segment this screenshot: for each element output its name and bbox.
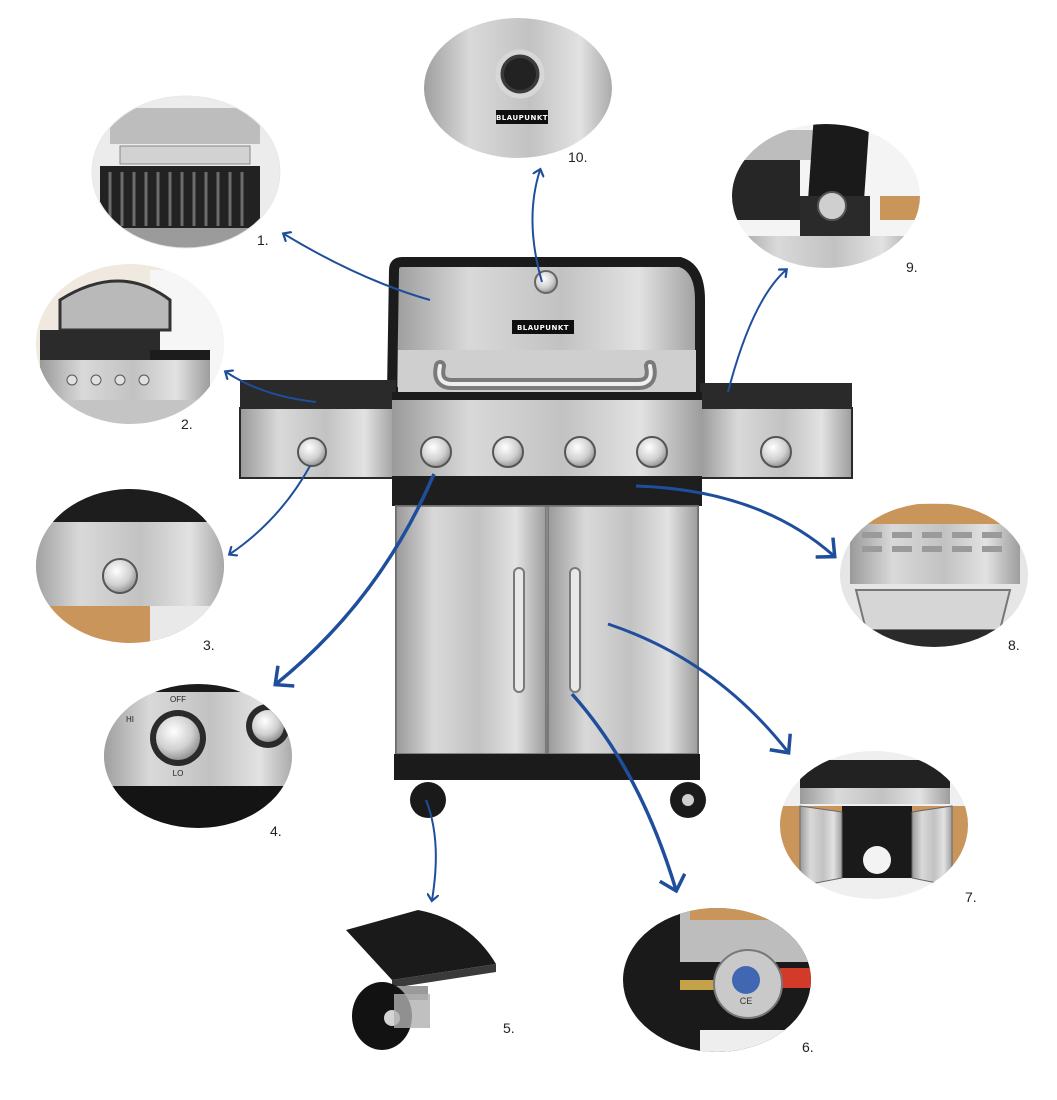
callout-label-7: 7. xyxy=(965,889,977,905)
callout-10-image: BLAUPUNKT xyxy=(424,18,612,158)
left-side-shelf xyxy=(240,380,396,408)
regulator-ce-mark: CE xyxy=(740,996,753,1006)
callout-label-10: 10. xyxy=(568,149,587,165)
callout-3-image xyxy=(36,489,224,643)
callout-6-image: CE xyxy=(623,908,811,1052)
arrow-3 xyxy=(230,465,311,554)
arrow-1 xyxy=(284,234,431,301)
arrows xyxy=(226,170,837,900)
callout-label-6: 6. xyxy=(802,1039,814,1055)
callout-1-image xyxy=(92,96,280,248)
burner-knobs xyxy=(297,436,792,468)
arrow-9 xyxy=(727,270,786,393)
callout-label-2: 2. xyxy=(181,416,193,432)
right-door-handle xyxy=(569,567,581,693)
brand-badge xyxy=(512,320,574,334)
callout-label-4: 4. xyxy=(270,823,282,839)
callout-5-image xyxy=(346,910,496,1050)
control-panel xyxy=(392,392,702,400)
lid-thermometer xyxy=(534,270,558,294)
callout-label-9: 9. xyxy=(906,259,918,275)
callout-label-8: 8. xyxy=(1008,637,1020,653)
left-door-handle xyxy=(513,567,525,693)
callout-7-image xyxy=(780,751,968,899)
arrow-2 xyxy=(226,372,317,403)
right-side-shelf xyxy=(700,383,852,408)
knob-off-label: OFF xyxy=(170,695,186,704)
callout-label-5: 5. xyxy=(503,1020,515,1036)
callout-9-image xyxy=(732,124,920,268)
callout-label-1: 1. xyxy=(257,232,269,248)
main-grill: BLAUPUNKT xyxy=(239,257,853,818)
callout-label-3: 3. xyxy=(203,637,215,653)
arrow-7 xyxy=(607,622,792,755)
callout-4-image: OFF HI LO xyxy=(104,684,292,828)
callout-8-image xyxy=(840,503,1028,647)
thermometer-badge-text: BLAUPUNKT xyxy=(496,114,548,122)
callout-2-image xyxy=(36,264,224,424)
arrow-4 xyxy=(273,473,436,688)
knob-hi-label: HI xyxy=(126,715,134,724)
arrow-5 xyxy=(425,799,436,900)
arrow-10 xyxy=(531,170,542,283)
knob-lo-label: LO xyxy=(173,769,184,778)
front-left-caster xyxy=(410,782,446,818)
brand-badge-text: BLAUPUNKT xyxy=(517,324,569,332)
arrow-6 xyxy=(570,692,687,894)
cart-base xyxy=(394,754,700,780)
arrow-8 xyxy=(635,484,837,559)
